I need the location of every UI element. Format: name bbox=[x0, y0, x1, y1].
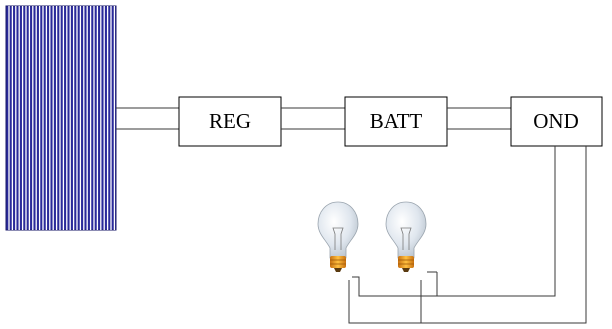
reg-label: REG bbox=[209, 109, 251, 133]
batt-block[interactable]: BATT bbox=[344, 96, 448, 147]
light-bulb-icon bbox=[385, 201, 427, 272]
batt-label: BATT bbox=[370, 109, 423, 133]
light-bulb-icon bbox=[317, 201, 359, 272]
panel-to-reg-wires bbox=[116, 107, 179, 130]
reg-block[interactable]: REG bbox=[178, 96, 282, 147]
reg-to-batt-wires bbox=[281, 107, 345, 130]
ond-block[interactable]: OND bbox=[510, 96, 603, 147]
output-wires bbox=[348, 146, 587, 324]
batt-to-ond-wires bbox=[447, 107, 511, 130]
ond-label: OND bbox=[533, 109, 579, 133]
solar-panel-icon bbox=[5, 5, 117, 231]
